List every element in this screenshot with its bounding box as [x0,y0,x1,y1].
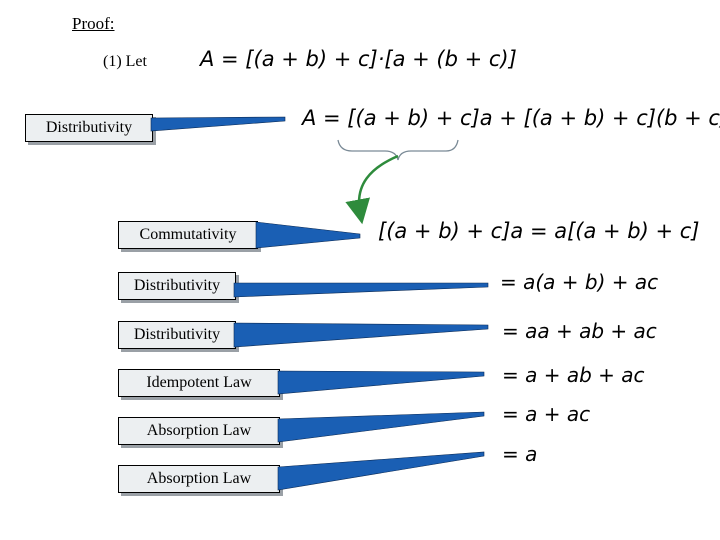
connector-lines [150,116,489,491]
equation-distributed: A = [(a + b) + c]a + [(a + b) + c](b + c… [302,106,720,130]
equation-idempotent: = a + ab + ac [502,363,645,387]
connector-line-distributivity-2 [233,282,489,298]
term-braces [337,139,459,161]
connector-line-distributivity-1 [150,116,286,132]
proof-heading: Proof: [72,14,115,33]
equation-commuted: [(a + b) + c]a = a[(a + b) + c] [378,219,700,243]
law-label-distributivity-2: Distributivity [118,272,236,300]
connector-line-absorption-2 [277,451,485,491]
left-term-brace [337,139,459,161]
step-1-label: (1) Let [103,53,147,70]
law-label-absorption-1: Absorption Law [118,417,280,445]
law-label-distributivity-3: Distributivity [118,321,236,349]
law-label-distributivity-1: Distributivity [25,114,153,142]
connector-line-idempotent [277,370,485,395]
law-label-idempotent: Idempotent Law [118,369,280,397]
law-label-commutativity: Commutativity [118,221,258,249]
connector-line-distributivity-3 [233,322,489,348]
law-label-absorption-2: Absorption Law [118,465,280,493]
connector-line-absorption-1 [277,411,485,443]
equation-definition: A = [(a + b) + c]·[a + (b + c)] [200,47,517,71]
connector-line-commutativity [255,221,361,249]
transform-arrow [345,154,399,225]
equation-absorbed: = a + ac [502,402,591,426]
equation-result: = a [502,442,538,466]
equation-expanded: = aa + ab + ac [502,319,657,343]
equation-distributed-again: = a(a + b) + ac [500,270,659,294]
